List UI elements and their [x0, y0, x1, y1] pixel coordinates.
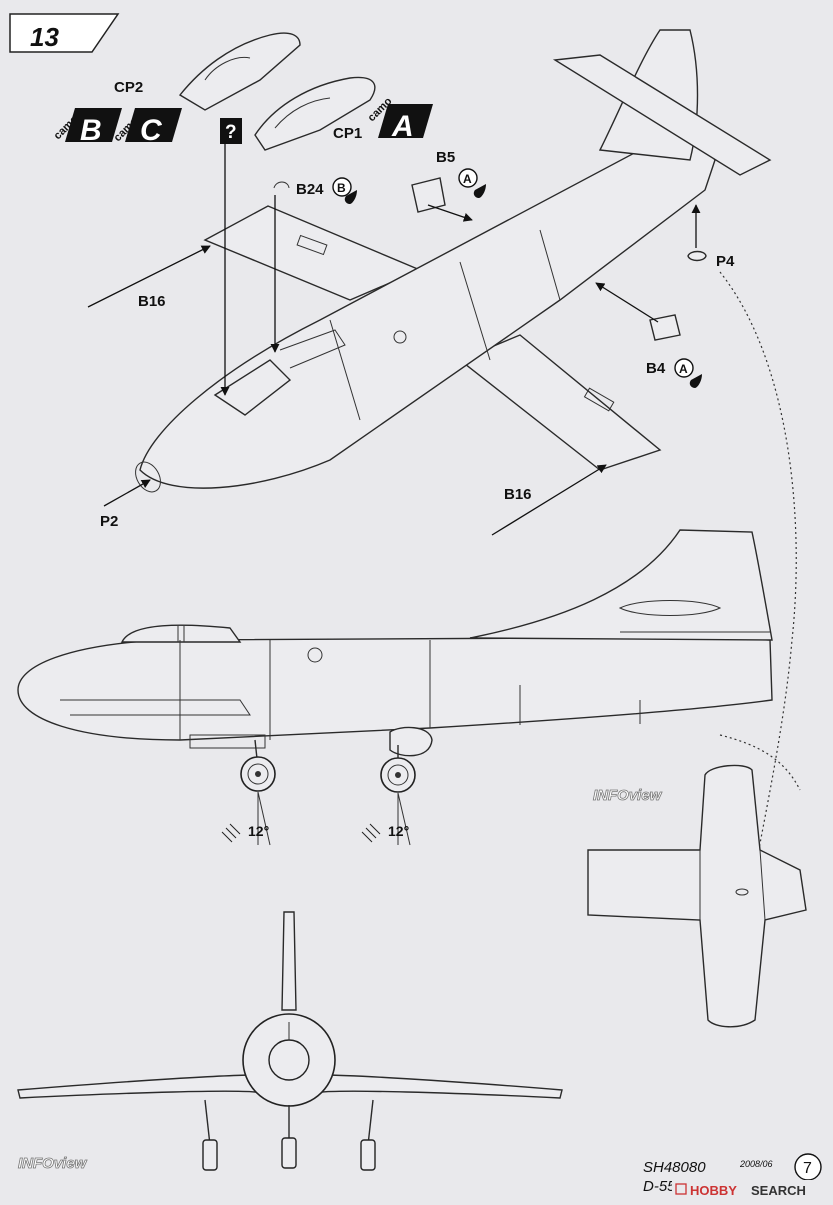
house-icon — [675, 1183, 687, 1195]
label-b4: B4 — [646, 360, 666, 377]
canopy-cp2 — [178, 32, 301, 111]
h-stab-iso — [552, 54, 772, 176]
right-wing — [458, 334, 662, 471]
svg-text:A: A — [391, 110, 414, 143]
camo-badge-c: camo C — [112, 108, 182, 147]
page-number: 7 — [803, 1160, 812, 1177]
svg-text:?: ? — [225, 122, 237, 143]
watermark-top: INFOview — [593, 787, 663, 804]
isometric-aircraft — [135, 29, 772, 493]
part-p4 — [687, 250, 707, 262]
label-b16-left: B16 — [138, 293, 166, 310]
cockpit-iso — [213, 359, 292, 416]
canopy-parts — [178, 32, 376, 151]
front-gear — [202, 1099, 376, 1171]
svg-text:B: B — [337, 181, 346, 195]
watermark-bottom: INFOview — [18, 1155, 88, 1172]
brand-suffix: SEARCH — [751, 1183, 806, 1198]
canopy-cp1 — [254, 76, 376, 151]
angle-marker-nose: 12° — [361, 792, 411, 846]
svg-text:A: A — [463, 172, 472, 186]
label-cp1: CP1 — [333, 125, 362, 142]
paint-drop-icon — [473, 184, 486, 198]
label-b16-right: B16 — [504, 486, 532, 503]
label-p2: P2 — [100, 513, 118, 530]
part-b24 — [273, 181, 290, 189]
assembly-arrows — [87, 140, 801, 871]
tail-planform — [587, 764, 807, 1028]
camo-badge-b: camo B — [52, 108, 122, 147]
label-b24: B24 — [296, 181, 324, 198]
paint-ref-b5: A — [458, 168, 486, 198]
fuselage-side — [17, 635, 773, 741]
camo-badge-a: camo A — [366, 95, 433, 143]
paint-ref-b4: A — [674, 358, 702, 388]
side-view-gear — [240, 739, 416, 793]
label-p4: P4 — [716, 253, 735, 270]
kit-code: SH48080 — [643, 1159, 706, 1176]
front-view-aircraft — [17, 911, 563, 1171]
unknown-part-box: ? — [220, 118, 242, 144]
vertical-tail-side — [469, 529, 773, 641]
date: 2008/06 — [739, 1159, 773, 1169]
svg-text:12°: 12° — [388, 823, 409, 839]
canopy-side — [120, 624, 242, 643]
step-number: 13 — [30, 22, 59, 52]
svg-text:A: A — [679, 362, 688, 376]
step-tab: 13 — [9, 13, 120, 53]
svg-text:B: B — [80, 114, 102, 147]
part-b5 — [411, 177, 446, 213]
top-view-tail — [587, 764, 807, 1028]
footer: SH48080 2008/06 D-558-1 Skystreak 7 HOBB… — [643, 1153, 833, 1200]
svg-text:12°: 12° — [248, 823, 269, 839]
angle-marker-main: 12° — [221, 791, 271, 846]
label-cp2: CP2 — [114, 79, 143, 96]
part-b4 — [649, 314, 681, 341]
front-fin — [281, 911, 297, 1011]
svg-text:C: C — [140, 114, 163, 147]
brand-prefix: HOBBY — [690, 1183, 737, 1198]
side-view-aircraft — [17, 529, 773, 757]
label-b5: B5 — [436, 149, 455, 166]
paint-drop-icon — [344, 190, 357, 204]
paint-drop-icon — [689, 374, 702, 388]
paint-ref-b24: B — [332, 177, 357, 204]
p4-dotted-path — [719, 271, 797, 871]
